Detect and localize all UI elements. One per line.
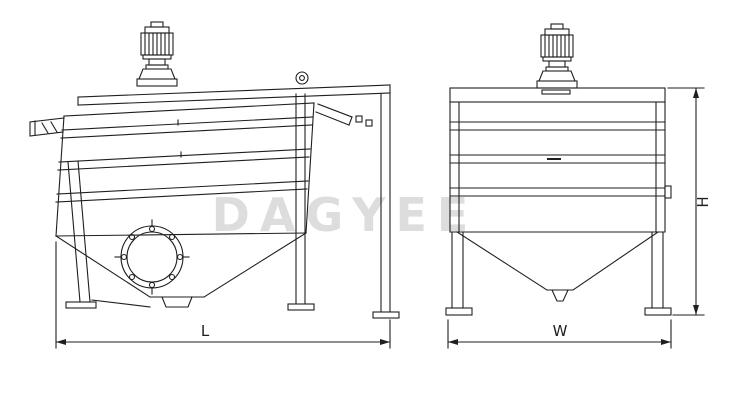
dim-arrow-left — [448, 339, 458, 345]
dimension-length — [55, 241, 391, 349]
side-front-leg — [65, 160, 151, 309]
front-legs — [445, 231, 672, 316]
lifting-lug-icon — [295, 71, 309, 85]
side-deck-lines — [55, 116, 314, 203]
width-label: W — [553, 322, 568, 340]
front-hopper — [456, 231, 659, 302]
side-view — [29, 21, 400, 349]
dimension-width — [447, 319, 672, 349]
front-view — [445, 23, 705, 349]
side-hopper — [55, 232, 307, 308]
inlet-chute — [29, 117, 65, 137]
side-top-rail — [77, 84, 391, 106]
front-motor-icon — [536, 23, 578, 89]
length-label: L — [201, 322, 210, 340]
front-top-band — [449, 87, 666, 103]
side-motor-icon — [136, 21, 178, 87]
dim-arrow-right — [661, 339, 671, 345]
height-label: H — [694, 196, 712, 207]
dim-arrow-right — [380, 339, 390, 345]
dim-arrow-top — [693, 88, 699, 98]
dim-arrow-left — [56, 339, 66, 345]
front-body — [449, 101, 672, 233]
side-body — [55, 102, 315, 237]
access-door-icon — [114, 219, 190, 295]
dim-arrow-bottom — [693, 305, 699, 315]
discharge-chute — [315, 103, 373, 127]
watermark: DAGYEE — [212, 188, 479, 242]
dimension-height — [667, 87, 705, 316]
side-rear-legs — [287, 92, 400, 319]
